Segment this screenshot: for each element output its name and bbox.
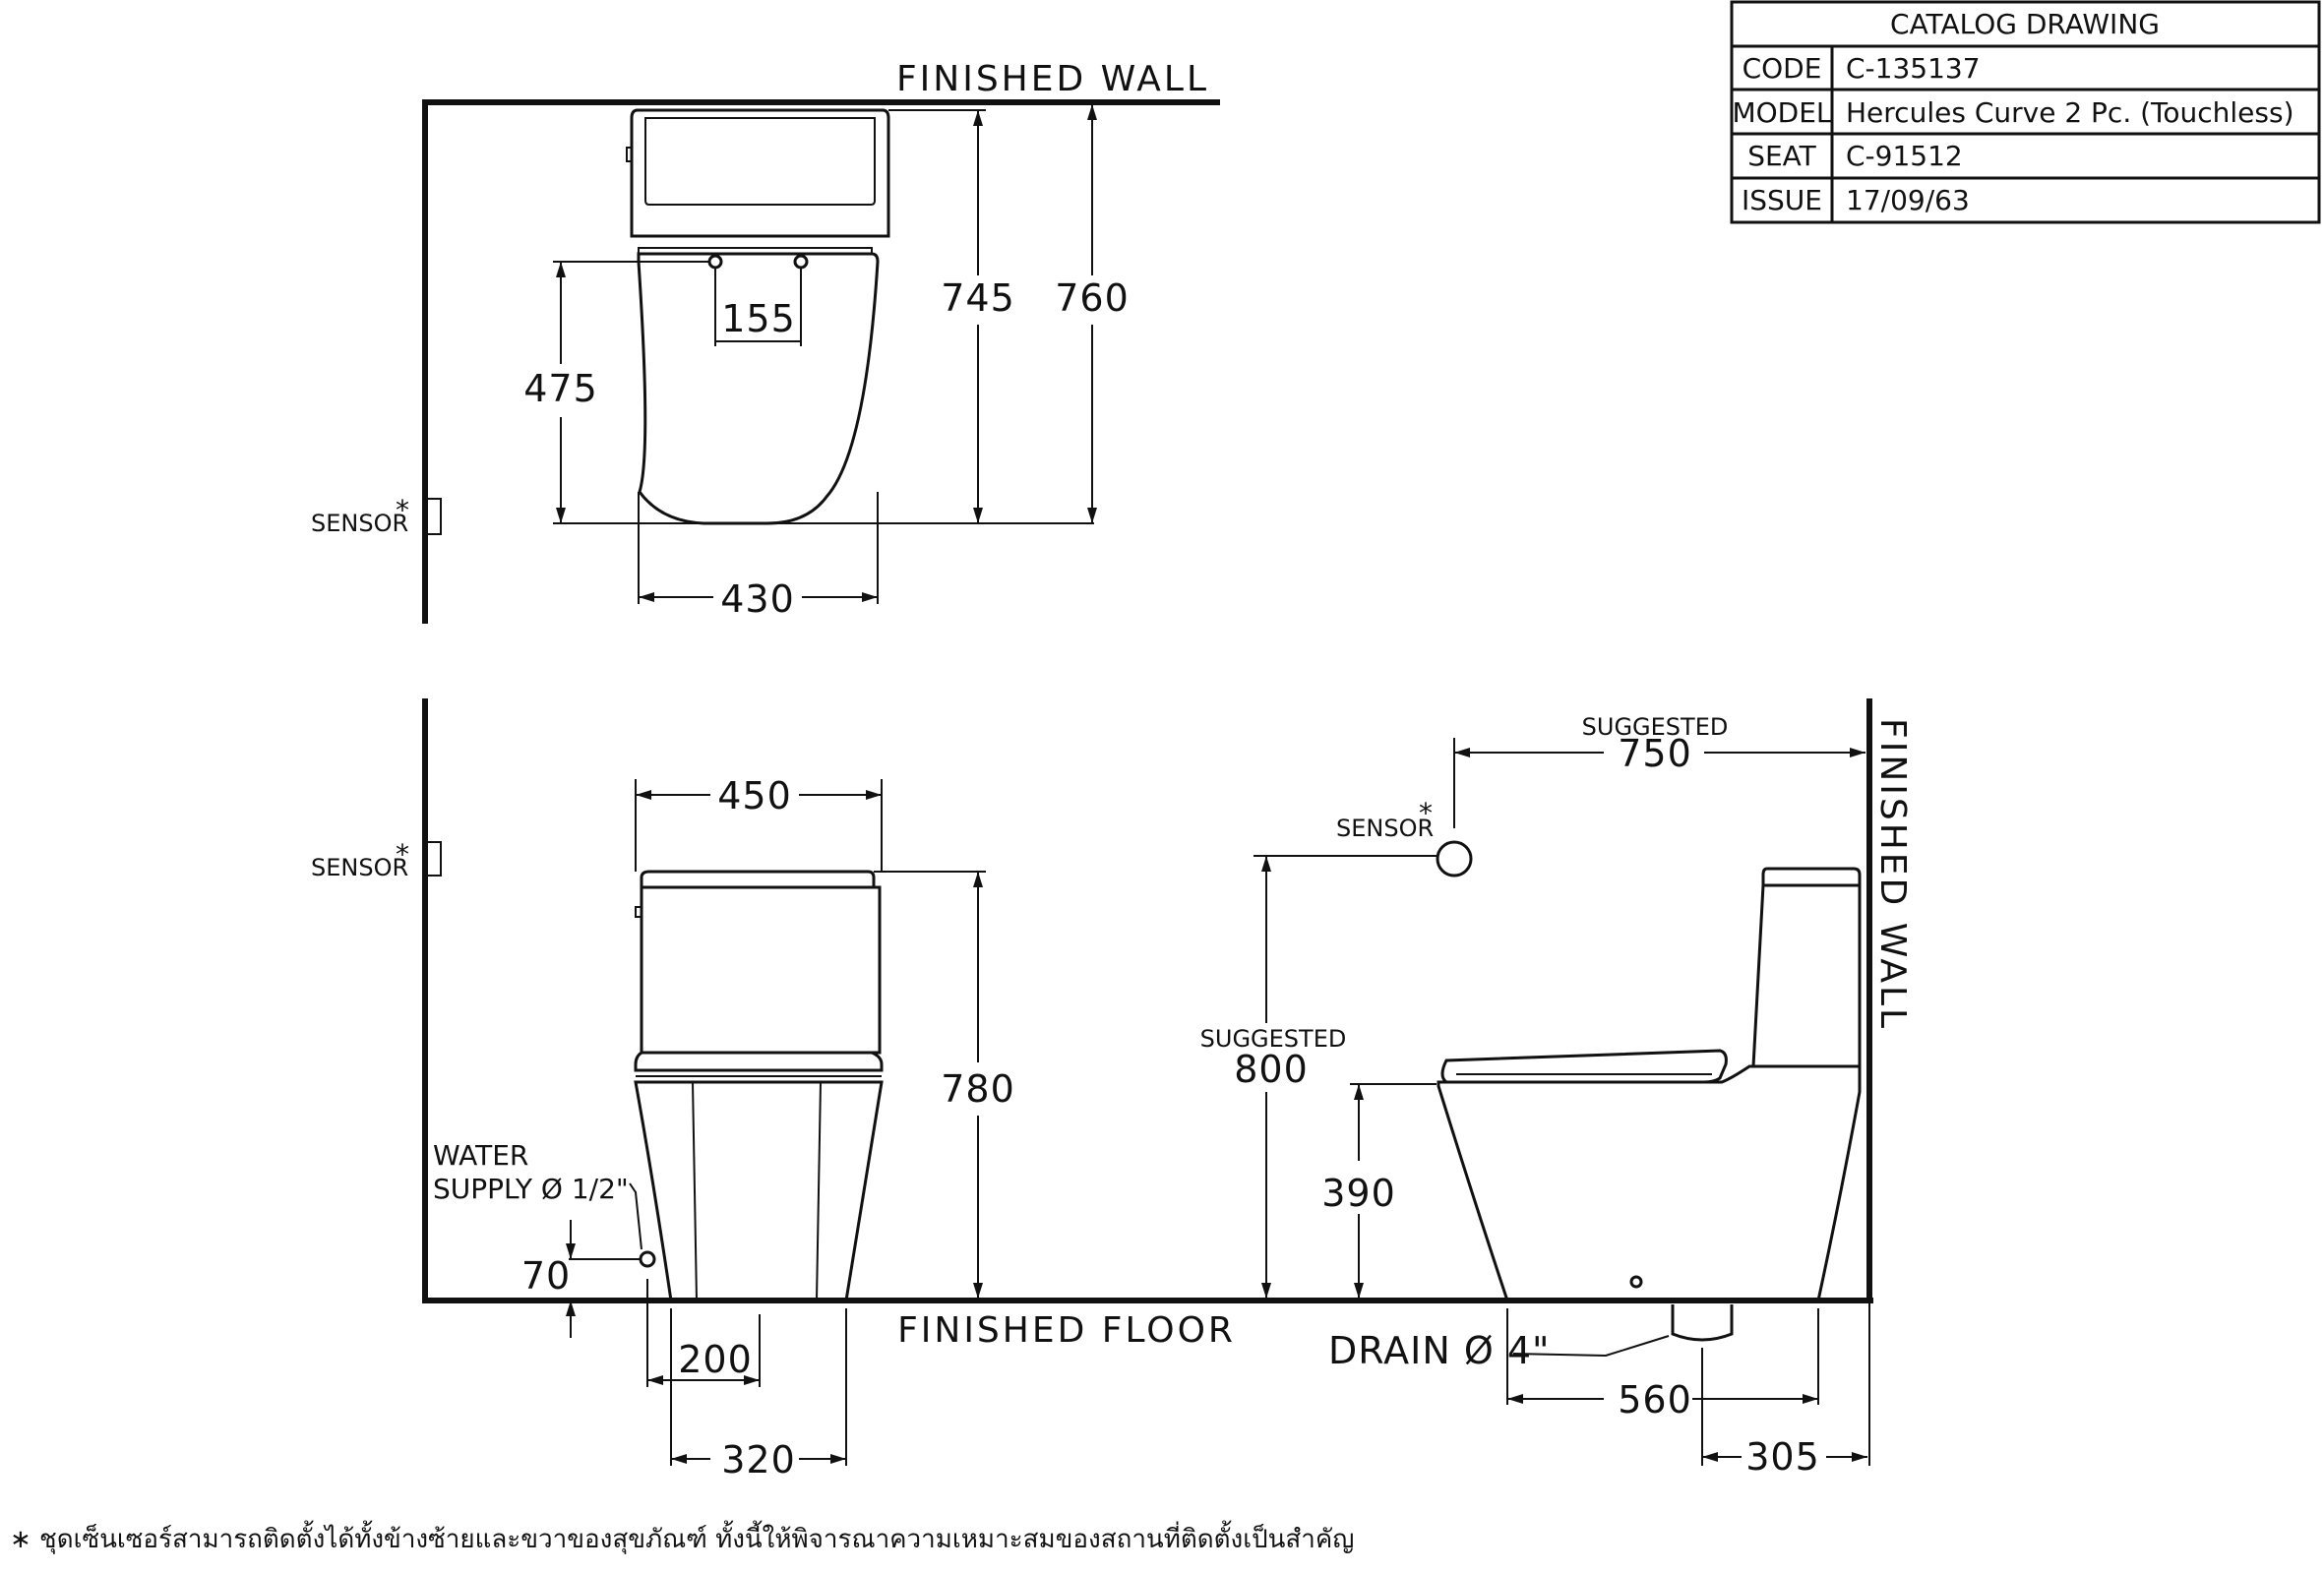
front-bowl xyxy=(634,1080,884,1302)
water-supply-label-2: SUPPLY Ø 1/2" xyxy=(433,1173,629,1205)
catalog-model-value: Hercules Curve 2 Pc. (Touchless) xyxy=(1846,96,2294,129)
dim-total-length: 760 xyxy=(1055,276,1130,320)
side-sensor-label: SENSOR xyxy=(1336,815,1434,842)
front-tank xyxy=(640,870,876,889)
side-sensor xyxy=(1436,840,1473,877)
top-bowl xyxy=(637,252,880,525)
dim-hole-depth: 475 xyxy=(523,367,598,410)
side-view: FINISHED WALL SENSOR * DRAIN Ø 4" SUGGES… xyxy=(1200,698,1913,1479)
catalog-header: CATALOG DRAWING xyxy=(1890,8,2160,40)
top-view: FINISHED WALL SENSOR * 155 475 xyxy=(311,59,1220,624)
dim-sensor-height: 800 xyxy=(1234,1048,1309,1091)
dim-sensor-distance: 750 xyxy=(1618,732,1692,775)
side-suggested-label-mid: SUGGESTED xyxy=(1200,1025,1347,1053)
catalog-table: CATALOG DRAWING CODE C-135137 MODEL Herc… xyxy=(1730,0,2321,224)
catalog-issue-value: 17/09/63 xyxy=(1846,184,1970,216)
drain-pipe xyxy=(1671,1304,1734,1342)
dim-base-width: 320 xyxy=(721,1438,796,1482)
top-wall-label: FINISHED WALL xyxy=(896,59,1209,99)
catalog-seat-label: SEAT xyxy=(1747,140,1816,172)
water-supply-label-1: WATER xyxy=(433,1139,528,1172)
dim-supply-offset: 200 xyxy=(678,1338,753,1381)
top-sensor-box xyxy=(426,498,442,535)
drain-label: DRAIN Ø 4" xyxy=(1328,1329,1550,1372)
side-sensor-asterisk: * xyxy=(1419,797,1433,829)
dim-supply-height: 70 xyxy=(521,1254,571,1298)
top-tank xyxy=(630,108,890,238)
catalog-code-label: CODE xyxy=(1743,52,1822,85)
front-view: FINISHED FLOOR SENSOR * WATER SUPPLY Ø 1… xyxy=(311,698,1873,1482)
top-finished-wall xyxy=(422,99,1220,624)
catalog-seat-value: C-91512 xyxy=(1846,140,1963,172)
dim-width-top: 430 xyxy=(720,577,795,621)
side-wall-label: FINISHED WALL xyxy=(1872,718,1913,1031)
top-sensor-asterisk: * xyxy=(396,494,409,526)
front-sensor-label: SENSOR xyxy=(311,854,408,881)
top-sensor-label: SENSOR xyxy=(311,510,408,537)
catalog-model-label: MODEL xyxy=(1732,96,1831,129)
dim-width-front: 450 xyxy=(717,774,792,817)
dim-height: 780 xyxy=(941,1067,1015,1111)
front-wall-floor xyxy=(422,698,1873,1303)
side-tank xyxy=(1761,867,1862,887)
dim-hole-spacing: 155 xyxy=(721,297,796,340)
footnote: ∗ ชุดเซ็นเซอร์สามารถติดตั้งได้ทั้งข้างซ้… xyxy=(10,1525,1355,1554)
catalog-issue-label: ISSUE xyxy=(1742,184,1822,216)
floor-label: FINISHED FLOOR xyxy=(897,1310,1236,1351)
side-bowl xyxy=(1437,1064,1862,1302)
dim-seat-height: 390 xyxy=(1321,1172,1396,1215)
dim-rough-in: 305 xyxy=(1745,1435,1820,1479)
catalog-code-value: C-135137 xyxy=(1846,52,1981,85)
top-fixing-hole-left xyxy=(707,254,723,270)
top-fixing-hole-right xyxy=(793,254,809,270)
front-sensor-asterisk: * xyxy=(396,838,409,871)
front-sensor-box xyxy=(426,841,442,877)
dim-length: 560 xyxy=(1618,1378,1692,1422)
water-supply-inlet xyxy=(639,1250,656,1268)
side-suggested-label-top: SUGGESTED xyxy=(1582,713,1729,741)
dim-bowl-length: 745 xyxy=(941,276,1015,320)
